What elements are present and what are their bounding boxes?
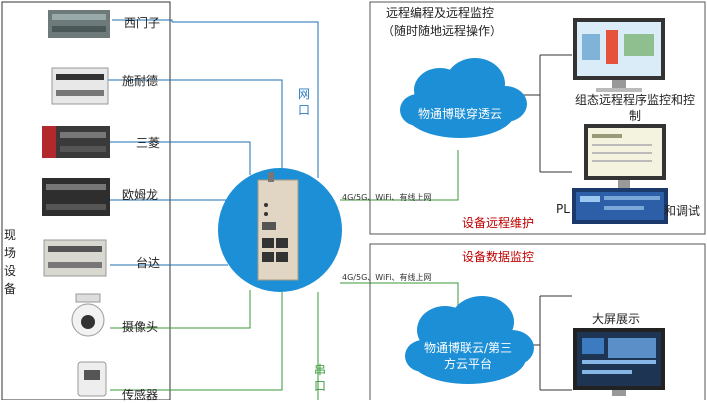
cloud-label-bottom: 物通博联云/第三 方云平台: [410, 340, 526, 372]
title-char: 现: [4, 228, 17, 242]
port-label-network: 网口: [298, 87, 311, 117]
scada-caption: 组态远程程序监控和控 制: [572, 92, 698, 124]
device-label-mitsubishi: 三菱: [136, 136, 161, 150]
iot-gateway-icon: [257, 172, 299, 281]
monitor-program-icon: [584, 124, 666, 188]
sensor-icon: [77, 361, 107, 397]
plc-omron-icon: [42, 178, 110, 216]
device-label-delta: 台达: [136, 256, 161, 270]
title-char: 备: [4, 282, 17, 296]
title-char: 设: [4, 264, 17, 278]
bottom-panel-title: 设备数据监控: [462, 250, 535, 264]
plc-debug-caption-head: PL: [556, 202, 570, 216]
port-label-serial: 串口: [314, 363, 327, 393]
scada-caption-line2: 制: [628, 109, 641, 123]
cloud-label-bottom-line1: 物通博联云/第三: [423, 341, 513, 355]
plc-siemens-icon: [48, 10, 110, 38]
scada-caption-line1: 组态远程程序监控和控: [574, 93, 695, 107]
device-label-omron: 欧姆龙: [122, 188, 159, 202]
bigscreen-caption: 大屏展示: [592, 312, 641, 326]
link-label-top: 4G/5G、WiFi、有线上网: [342, 193, 432, 202]
device-label-sensor: 传感器: [122, 388, 159, 402]
line-schneider-trunk: [172, 79, 283, 172]
plc-debug-caption-tail: 和调试: [664, 204, 701, 218]
cloud-shape-bottom: [405, 296, 534, 384]
line-siemens: [112, 19, 173, 22]
device-label-camera: 摄像头: [122, 320, 159, 334]
top-panel-footer: 设备远程维护: [462, 216, 535, 230]
link-label-bottom: 4G/5G、WiFi、有线上网: [342, 273, 432, 282]
top-panel-title: 远程编程及远程监控: [386, 6, 495, 20]
line-to-cloud-top: [340, 150, 459, 201]
device-label-siemens: 西门子: [124, 16, 161, 30]
title-char: 场: [4, 246, 17, 260]
cloud-label-top: 物通博联穿透云: [417, 107, 502, 121]
plc-mitsubishi-icon: [42, 126, 110, 158]
line-mitsubishi: [110, 141, 251, 175]
line-sensor-trunk: [172, 292, 283, 391]
monitor-bigscreen-icon: [573, 328, 665, 396]
monitor-plc-debug-icon: [572, 188, 668, 224]
monitor-scada-icon: [573, 18, 665, 92]
line-network-trunk: [172, 21, 319, 178]
camera-icon: [71, 293, 105, 337]
cloud-label-bottom-line2: 方云平台: [443, 357, 492, 371]
left-panel-title: 现 场 设 备: [4, 226, 20, 298]
top-panel-subtitle: （随时随地远程操作）: [382, 24, 503, 38]
cloud-shape-top: [400, 58, 527, 138]
plc-delta-icon: [43, 239, 107, 277]
plc-schneider-icon: [51, 67, 109, 105]
device-label-schneider: 施耐德: [122, 74, 159, 88]
line-camera: [110, 290, 251, 329]
